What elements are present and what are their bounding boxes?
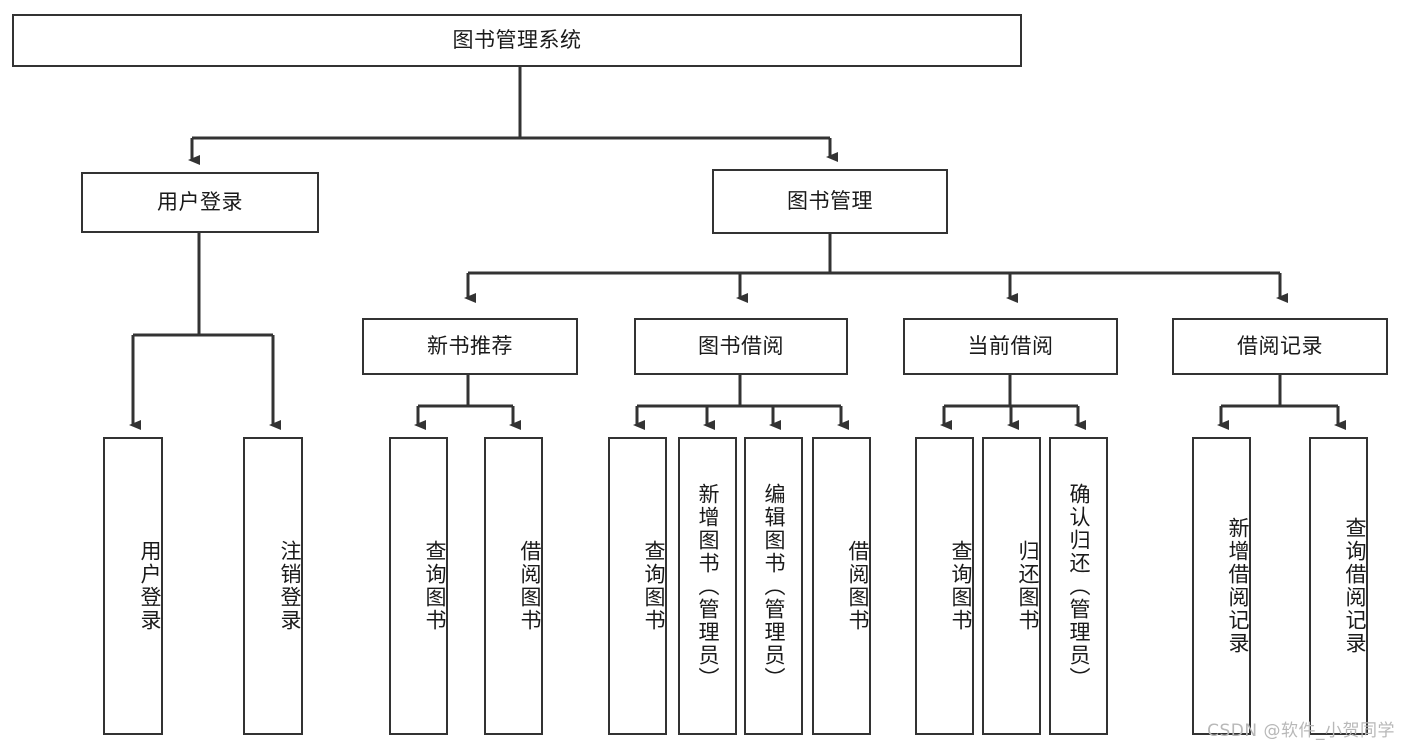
leaf-query-borrow-record-label: 查询借阅记录 [1343, 517, 1367, 655]
leaf-borrow-book[interactable]: 借阅图书 [812, 437, 871, 735]
node-book-borrow-label: 图书借阅 [698, 333, 784, 358]
leaf-query-book-borrow[interactable]: 查询图书 [608, 437, 667, 735]
node-root-label: 图书管理系统 [452, 27, 582, 52]
leaf-query-book-current[interactable]: 查询图书 [915, 437, 974, 735]
leaf-query-book-borrow-label: 查询图书 [642, 540, 666, 632]
leaf-return-book-label: 归还图书 [1016, 540, 1040, 632]
node-current-borrow-label: 当前借阅 [967, 333, 1054, 358]
leaf-user-login-label: 用户登录 [138, 540, 162, 632]
node-book-manage-label: 图书管理 [787, 188, 873, 213]
node-borrow-record[interactable]: 借阅记录 [1172, 318, 1388, 375]
leaf-user-login[interactable]: 用户登录 [103, 437, 163, 735]
leaf-add-borrow-record[interactable]: 新增借阅记录 [1192, 437, 1251, 735]
leaf-query-borrow-record[interactable]: 查询借阅记录 [1309, 437, 1368, 735]
node-book-manage[interactable]: 图书管理 [712, 169, 948, 234]
leaf-confirm-return-admin-label: 确认归还（管理员） [1067, 482, 1092, 690]
leaf-borrow-book-recommend[interactable]: 借阅图书 [484, 437, 543, 735]
leaf-query-book-recommend-label: 查询图书 [423, 540, 447, 632]
leaf-logout-label: 注销登录 [278, 540, 302, 632]
node-borrow-record-label: 借阅记录 [1237, 333, 1323, 358]
leaf-confirm-return-admin[interactable]: 确认归还（管理员） [1049, 437, 1108, 735]
leaf-borrow-book-label: 借阅图书 [846, 540, 870, 632]
leaf-add-book-admin[interactable]: 新增图书（管理员） [678, 437, 737, 735]
leaf-add-borrow-record-label: 新增借阅记录 [1226, 517, 1250, 655]
node-current-borrow[interactable]: 当前借阅 [903, 318, 1118, 375]
leaf-add-book-admin-label: 新增图书（管理员） [696, 482, 721, 690]
leaf-borrow-book-recommend-label: 借阅图书 [518, 540, 542, 632]
leaf-query-book-recommend[interactable]: 查询图书 [389, 437, 448, 735]
leaf-edit-book-admin[interactable]: 编辑图书（管理员） [744, 437, 803, 735]
leaf-query-book-current-label: 查询图书 [949, 540, 973, 632]
node-user-login[interactable]: 用户登录 [81, 172, 319, 233]
leaf-return-book[interactable]: 归还图书 [982, 437, 1041, 735]
leaf-logout[interactable]: 注销登录 [243, 437, 303, 735]
node-new-book-recommend[interactable]: 新书推荐 [362, 318, 578, 375]
node-root[interactable]: 图书管理系统 [12, 14, 1022, 67]
node-book-borrow[interactable]: 图书借阅 [634, 318, 848, 375]
node-user-login-label: 用户登录 [157, 189, 243, 214]
leaf-edit-book-admin-label: 编辑图书（管理员） [762, 482, 787, 690]
node-new-book-recommend-label: 新书推荐 [427, 333, 513, 358]
